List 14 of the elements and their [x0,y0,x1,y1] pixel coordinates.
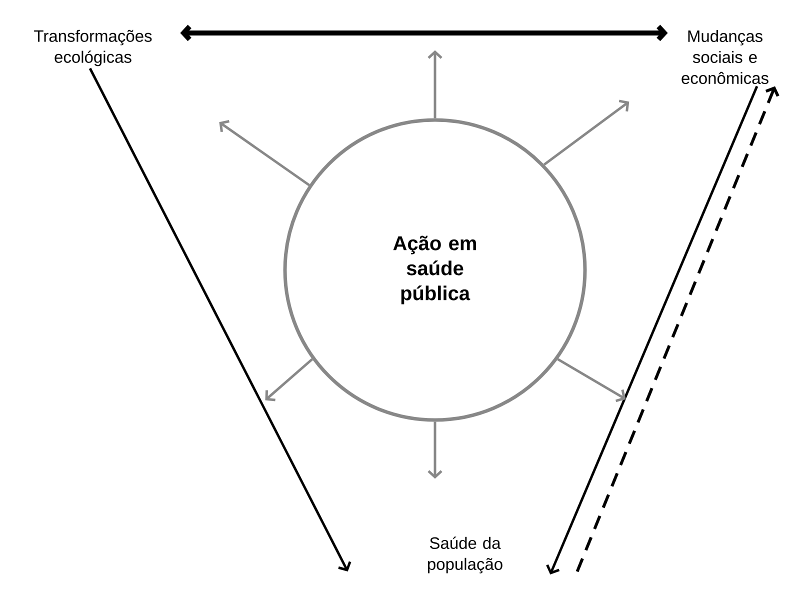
arrow [428,422,442,479]
arrow [88,68,352,572]
arrow [428,50,442,118]
arrow [543,100,630,166]
circle-node: Ação em saúde pública [283,118,587,422]
text-label: Mudanças sociais e econômicas [682,30,768,84]
arrow [546,86,758,575]
arrow [557,358,626,402]
arrow [576,86,780,572]
arrow [265,358,314,402]
arrow [219,120,310,186]
arrow [180,24,668,42]
text-label: Saúde da população [428,536,502,574]
text-label: Transformações ecológicas [34,30,152,66]
